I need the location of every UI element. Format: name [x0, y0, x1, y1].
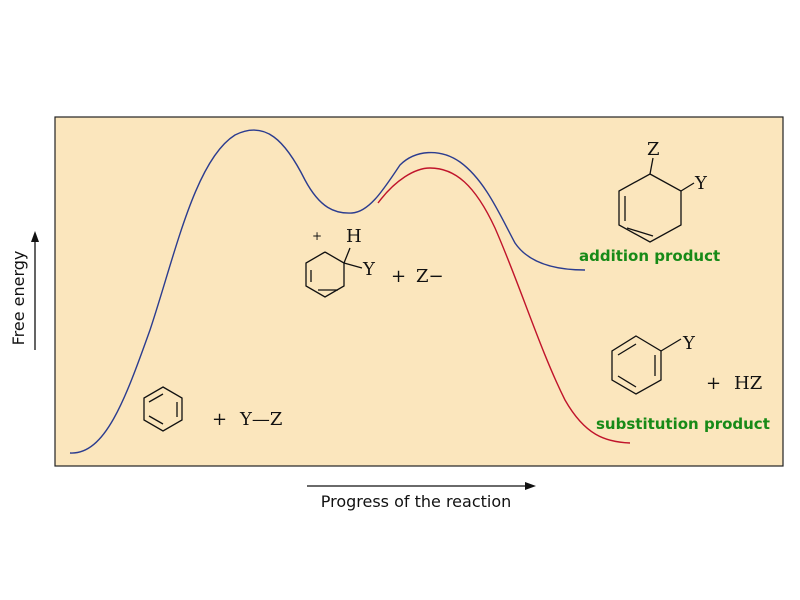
substitution-product: Y + HZ substitution product	[596, 333, 770, 433]
addition-product-structure	[618, 157, 695, 243]
y-axis-label: Free energy	[9, 251, 28, 346]
intermediate-anion: Z−	[416, 266, 444, 287]
substitution-product-y: Y	[682, 333, 696, 354]
diagram-panel	[54, 116, 784, 467]
substitution-byproduct-hz: HZ	[734, 373, 762, 394]
reactant-plus: +	[212, 409, 227, 430]
substitution-product-caption: substitution product	[596, 415, 770, 433]
intermediate-y: Y	[362, 259, 376, 280]
addition-product-curve	[69, 129, 586, 454]
substitution-product-curve	[377, 167, 631, 444]
intermediate-plus: +	[391, 266, 406, 287]
benzene-structure	[143, 386, 183, 432]
addition-product-caption: addition product	[579, 247, 720, 265]
arenium-ion-structure	[305, 247, 363, 298]
substitution-product-structure	[611, 335, 682, 395]
addition-product: Z Y addition product	[579, 139, 720, 265]
x-axis: Progress of the reaction	[307, 482, 536, 511]
intermediate-charge: +	[312, 229, 322, 243]
addition-product-y: Y	[694, 173, 708, 194]
y-axis: Free energy	[9, 231, 39, 350]
substitution-plus: +	[706, 373, 721, 394]
intermediate: + H Y + Z−	[305, 226, 444, 298]
intermediate-h: H	[346, 226, 362, 247]
reagent-y-z: Y—Z	[239, 409, 282, 430]
reactants: + Y—Z	[143, 386, 282, 432]
x-axis-label: Progress of the reaction	[321, 492, 512, 511]
addition-product-z: Z	[647, 139, 660, 160]
